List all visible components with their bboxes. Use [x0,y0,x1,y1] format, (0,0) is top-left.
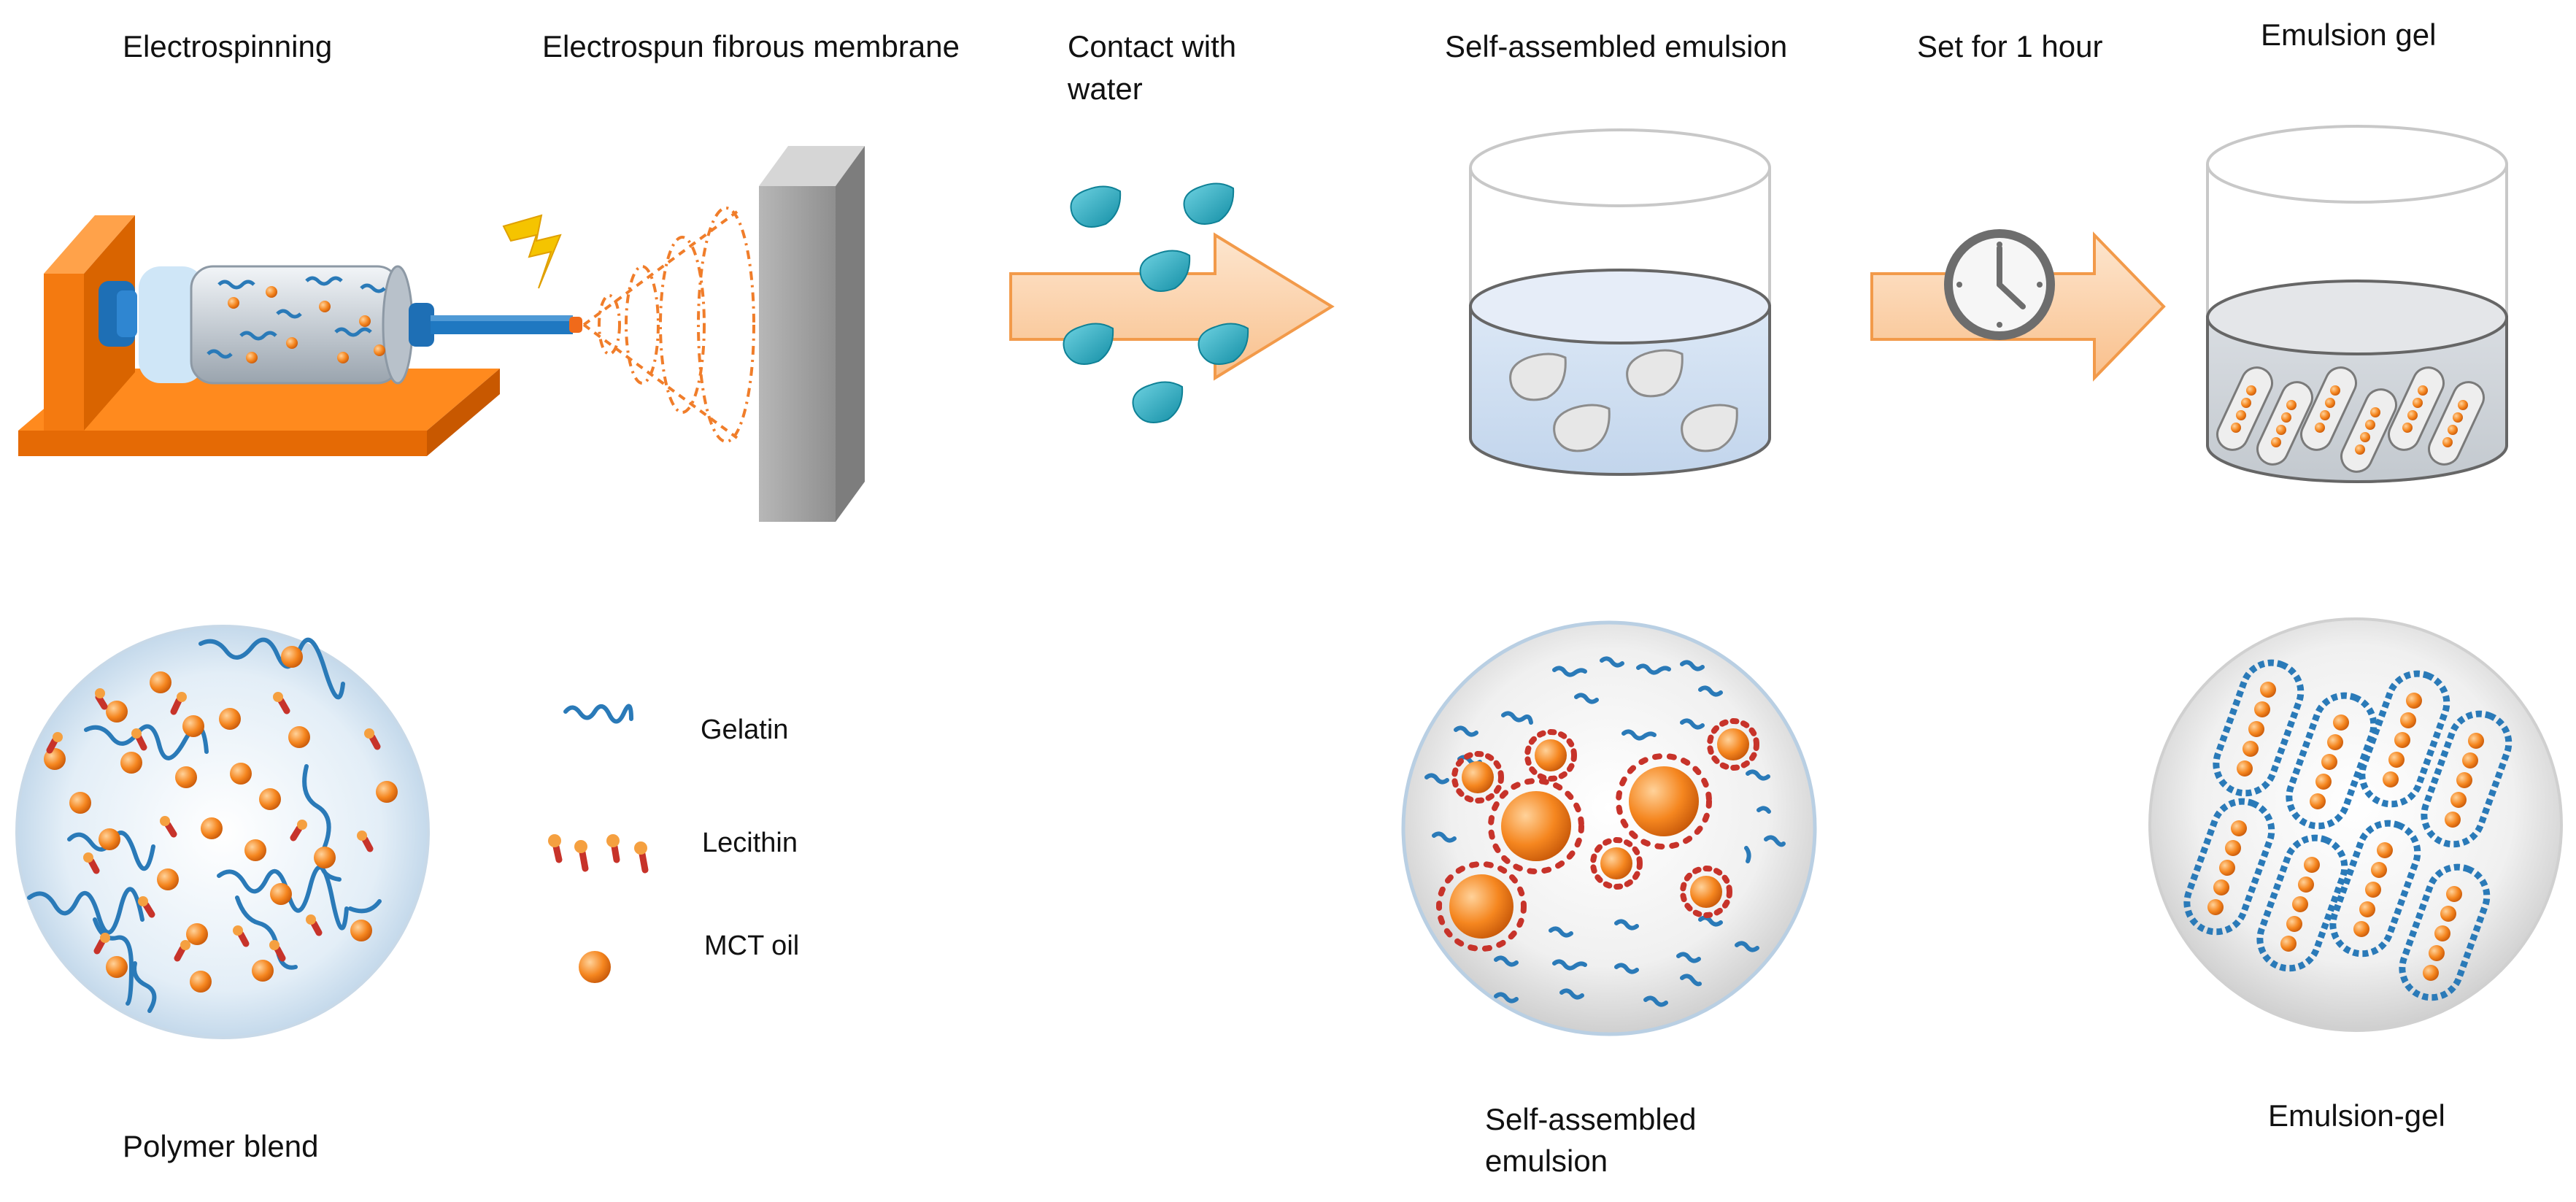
collector-plate [759,146,865,522]
emulsion-gel-circle [2148,617,2563,1032]
legend-mct-oil-swatch [579,951,611,983]
label-contact-line2: water [1067,72,1143,106]
label-self-assembled-bottom-line2: emulsion [1485,1144,1608,1178]
self-assembled-emulsion-circle [1401,620,1817,1036]
water-drop-icon [1063,182,1249,423]
beaker-self-assembled [1469,128,1771,476]
label-polymer-blend: Polymer blend [123,1129,318,1163]
label-contact-line1: Contact with [1068,29,1236,63]
clock-icon [1944,229,2055,340]
label-self-assembled-bottom-line1: Self-assembled [1485,1102,1696,1136]
label-self-assembled: Self-assembled emulsion [1445,29,1787,63]
legend-mct-oil-label: MCT oil [704,931,799,961]
lightning-icon [502,214,562,289]
legend-gelatin-label: Gelatin [701,714,788,745]
electrospinning-jet [582,207,755,443]
label-membrane: Electrospun fibrous membrane [542,29,960,63]
label-set-time: Set for 1 hour [1917,29,2102,63]
polymer-blend-circle [15,625,430,1039]
label-emulsion-gel-bottom: Emulsion-gel [2268,1098,2445,1133]
legend: Gelatin Lecithin MCT oil [548,704,799,983]
legend-lecithin-label: Lecithin [702,828,798,858]
arrow-icon [1009,232,1335,381]
legend-gelatin-swatch [563,704,633,724]
label-emulsion-gel: Emulsion gel [2261,18,2436,52]
legend-lecithin-swatch [548,834,649,874]
syringe [99,265,582,385]
label-electrospinning: Electrospinning [123,29,332,63]
beaker-emulsion-gel [2206,125,2508,483]
syringe-contents [207,276,386,359]
